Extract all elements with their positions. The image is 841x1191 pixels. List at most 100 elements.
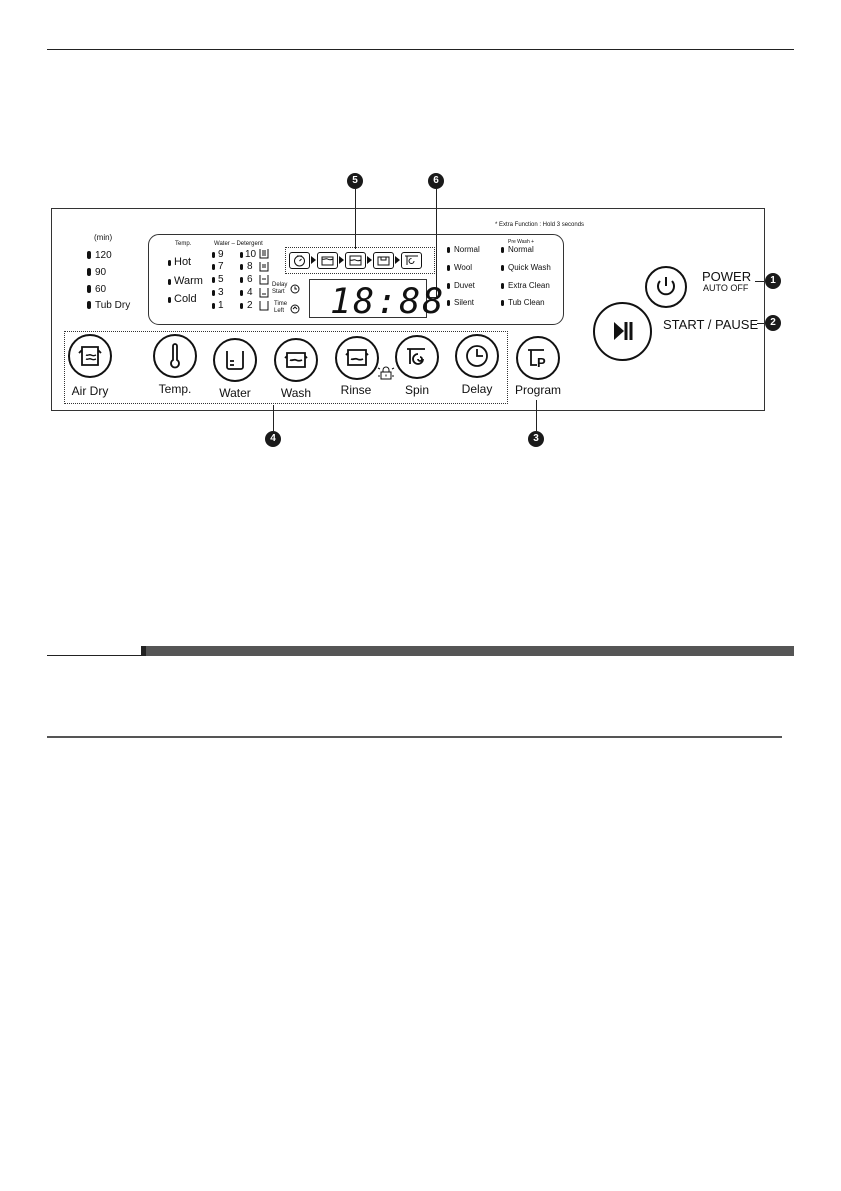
air-dry-120: 120 [95,250,112,261]
temp-led-warm [168,279,171,285]
power-label: POWER [702,269,752,284]
time-left-clock-icon [290,304,300,314]
program-tub-clean: Tub Clean [508,298,545,307]
delay-button-label: Delay [461,382,493,396]
cycle-arrow-2 [339,256,344,264]
water-led-1 [212,303,215,309]
air-dry-tubdry: Tub Dry [95,300,131,311]
spin-button[interactable] [395,335,439,379]
program-duvet: Duvet [454,281,475,290]
air-dry-button-label: Air Dry [71,384,109,398]
rinse-button[interactable] [335,336,379,380]
temp-button-label: Temp. [158,382,192,396]
air-dry-90: 90 [95,267,107,278]
callout-2-leader [757,323,764,324]
air-dry-led-60 [87,285,91,293]
program-led-silent [447,300,450,306]
soak-icon [289,252,310,269]
callout-3: 3 [528,431,544,447]
cycle-arrow-3 [367,256,372,264]
start-pause-label: START / PAUSE [663,317,759,332]
water-led-10 [240,252,243,258]
cycle-arrow-1 [311,256,316,264]
program-led-wool [447,265,450,271]
air-dry-led-120 [87,251,91,259]
water-led-6 [240,277,243,283]
program-led-extra-clean [501,283,504,289]
water-button[interactable] [213,338,257,382]
cycle-arrow-4 [395,256,400,264]
callout-4: 4 [265,431,281,447]
temp-button[interactable] [153,334,197,378]
water-level-10: 10 [245,249,257,260]
power-sublabel: AUTO OFF [703,283,749,293]
power-icon [657,277,675,296]
temp-header: Temp. [175,241,192,247]
water-led-8 [240,264,243,270]
program-icon: P [528,349,546,370]
start-pause-button[interactable] [593,302,652,361]
water-level-6: 6 [247,274,253,285]
water-level-3: 3 [218,287,224,298]
detergent-cup-icons [259,249,269,311]
callout-2: 2 [765,315,781,331]
spin-icon [401,252,422,269]
program-button[interactable]: P [516,336,560,380]
control-panel [51,208,765,411]
program-button-label: Program [514,383,561,397]
temp-led-hot [168,260,171,266]
delay-start-label: Delay Start [272,282,288,295]
temp-hot: Hot [174,256,192,268]
callout-6: 6 [428,173,444,189]
spin-icon [407,348,425,365]
program-led-prewash-normal [501,247,504,253]
wash-button[interactable] [274,338,318,382]
wash-icon [284,352,308,368]
prewash-header: Pre Wash + [508,239,535,245]
water-level-2: 2 [247,300,253,311]
temp-warm: Warm [174,275,203,287]
water-level-icon [226,351,244,370]
callout-5: 5 [347,173,363,189]
water-level-9: 9 [218,249,224,260]
callout-4-leader [273,405,274,431]
wash-rinse-icon [373,252,394,269]
program-quick-wash: Quick Wash [508,263,551,272]
program-silent: Silent [454,298,475,307]
water-level-1: 1 [218,300,224,311]
option-buttons-group [64,331,508,404]
program-wool: Wool [454,263,473,272]
child-lock-icon [377,366,395,380]
power-button[interactable] [645,266,687,308]
delay-button[interactable] [455,334,499,378]
water-level-4: 4 [247,287,253,298]
air-dry-unit: (min) [94,233,113,242]
air-dry-button[interactable] [68,334,112,378]
water-led-4 [240,290,243,296]
svg-text:P: P [537,355,546,370]
water-led-2 [240,303,243,309]
air-dry-led-tubdry [87,301,91,309]
water-level-7: 7 [218,261,224,272]
water-button-label: Water [219,386,251,400]
spin-button-label: Spin [404,383,430,397]
water-detergent-header: Water – Detergent [214,241,263,247]
water-level-8: 8 [247,261,253,272]
lower-rule [47,736,782,738]
extra-function-note: * Extra Function : Hold 3 seconds [495,222,585,228]
program-led-duvet [447,283,450,289]
top-rule [47,49,794,50]
wash-button-label: Wash [280,386,312,400]
rinse-icon [345,349,369,366]
play-pause-icon [614,322,633,340]
water-led-5 [212,277,215,283]
clock-icon [466,345,488,367]
program-led-normal [447,247,450,253]
callout-6-leader [436,189,437,298]
time-left-label: Time Left [274,301,288,314]
time-display [309,279,427,318]
wash-icon [317,252,338,269]
display-frame [148,234,564,325]
program-prewash-normal: Normal [508,245,534,254]
callout-1-leader [755,281,764,282]
